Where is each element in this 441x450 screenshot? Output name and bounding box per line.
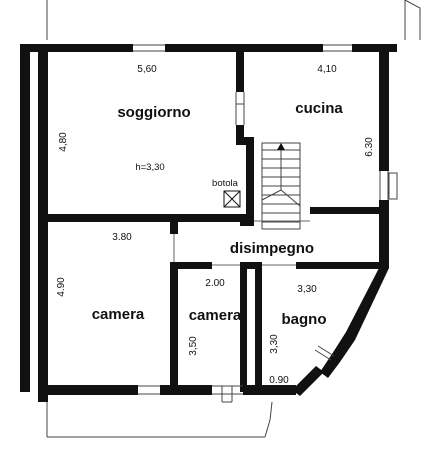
dim-bagno-depth: 3,30 bbox=[269, 334, 280, 354]
dim-camera-1-width: 3.80 bbox=[112, 232, 132, 243]
room-label-camera-1: camera bbox=[92, 306, 145, 323]
room-label-cucina: cucina bbox=[295, 100, 343, 117]
dim-cucina-width: 4,10 bbox=[317, 64, 337, 75]
hatch-label: botola bbox=[212, 178, 239, 189]
exterior-thin-lines bbox=[46, 0, 421, 438]
room-label-bagno: bagno bbox=[282, 311, 327, 328]
windows bbox=[133, 44, 398, 403]
dim-bagno-width: 3,30 bbox=[297, 284, 317, 295]
dim-camera-2-width: 2.00 bbox=[205, 278, 225, 289]
dim-cucina-depth: 6.30 bbox=[364, 137, 375, 157]
dim-bagno-small: 0.90 bbox=[269, 375, 289, 386]
ceiling-height-label: h=3,30 bbox=[135, 162, 164, 173]
door-openings bbox=[173, 220, 310, 266]
hatch-icon bbox=[223, 190, 241, 208]
stair-arrow-icon bbox=[277, 143, 285, 150]
dim-soggiorno-depth: 4,80 bbox=[58, 132, 69, 152]
staircase bbox=[261, 142, 301, 230]
dim-camera-1-depth: 4.90 bbox=[56, 277, 67, 297]
dim-soggiorno-width: 5,60 bbox=[137, 64, 157, 75]
room-label-disimpegno: disimpegno bbox=[230, 240, 314, 257]
walls bbox=[20, 44, 397, 402]
room-label-camera-2: camera bbox=[189, 307, 242, 324]
dim-camera-2-depth: 3,50 bbox=[188, 336, 199, 356]
room-label-soggiorno: soggiorno bbox=[117, 104, 190, 121]
